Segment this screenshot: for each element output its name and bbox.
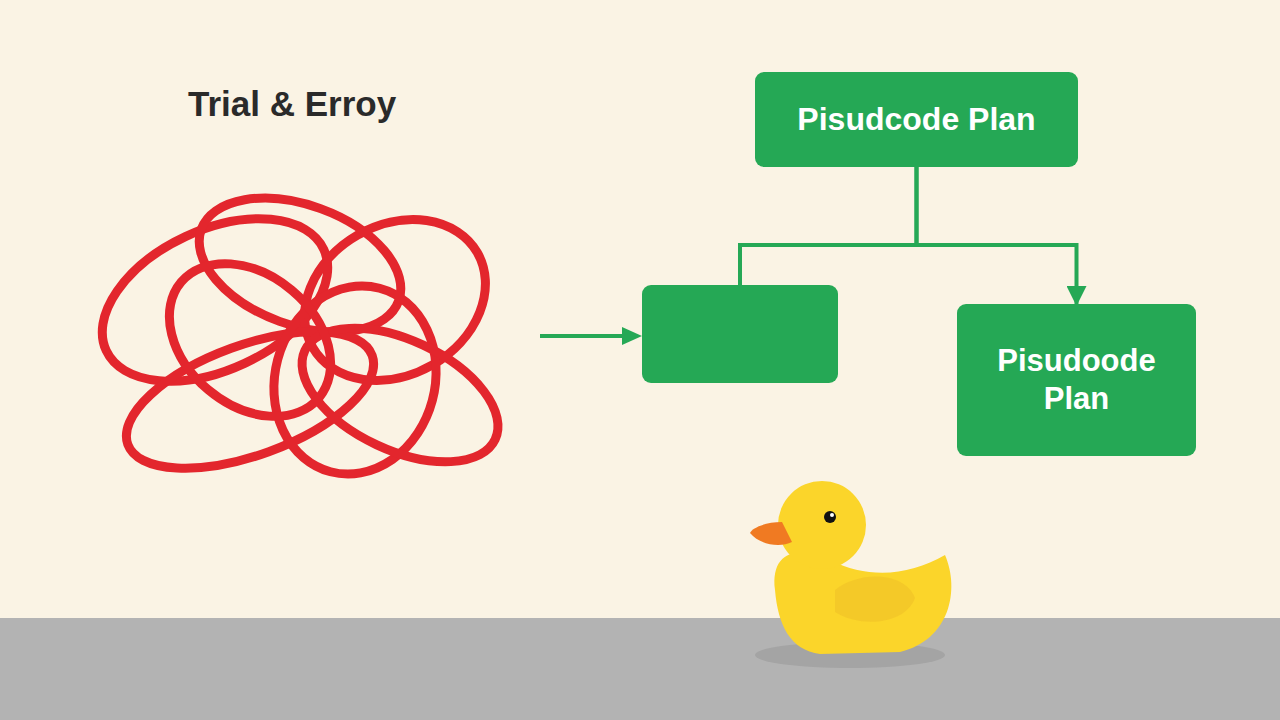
arrow-head — [622, 327, 642, 345]
duck-body — [774, 552, 951, 654]
process-box — [642, 285, 838, 383]
duck-eye — [824, 511, 836, 523]
duck-beak — [750, 522, 792, 545]
duck-head — [778, 481, 866, 569]
process-box: Pisudoode Plan — [957, 304, 1196, 456]
branch-connector — [740, 167, 917, 285]
floor-band — [0, 618, 1280, 720]
duck-eye-glint — [830, 513, 834, 517]
loop — [139, 232, 360, 447]
pointer-arrow — [540, 327, 642, 345]
section-heading: Trial & Erroy — [188, 84, 396, 124]
box-label: Pisudcode Plan — [797, 100, 1035, 139]
box-label: Pisudoode Plan — [985, 342, 1168, 418]
rubber-duck — [750, 481, 951, 668]
tangled-loops — [77, 173, 519, 496]
process-box: Pisudcode Plan — [755, 72, 1078, 167]
branch-connector — [917, 167, 1077, 304]
duck-wing — [835, 577, 915, 622]
arrow-line — [540, 334, 626, 338]
